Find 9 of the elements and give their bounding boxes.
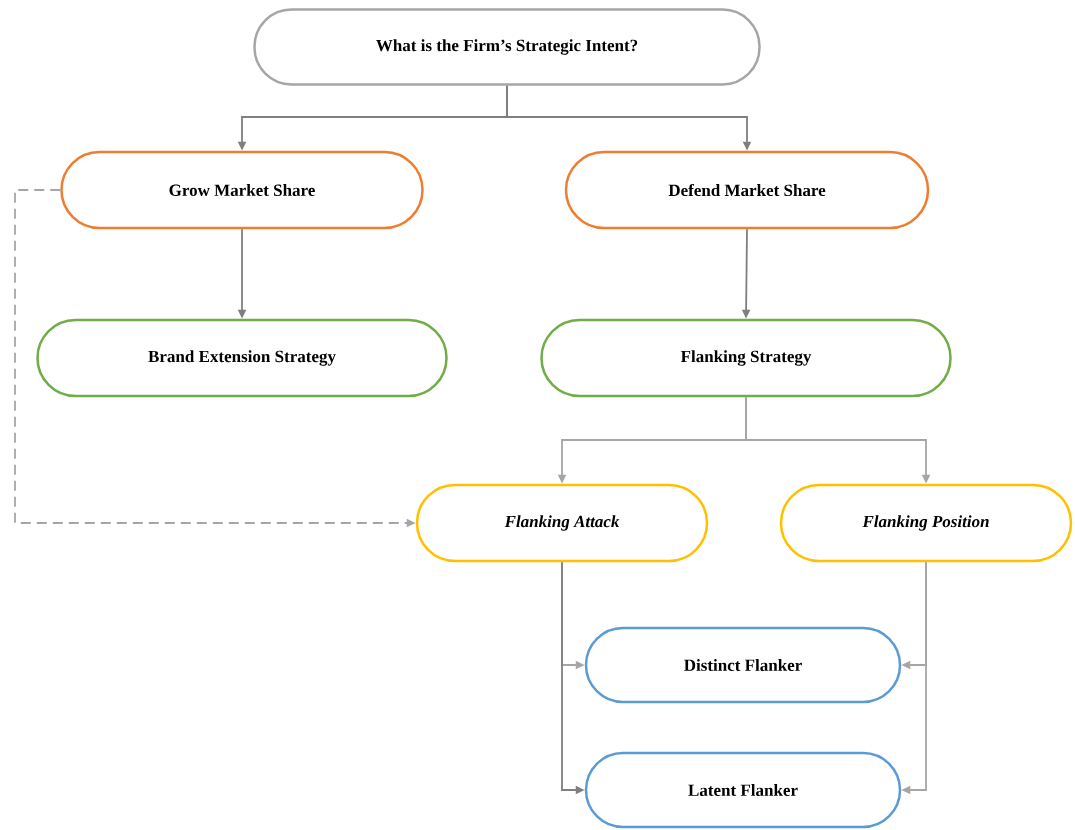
process-box: Flanking Position <box>779 483 1073 563</box>
process-box: Flanking Strategy <box>540 318 952 398</box>
process-box: Brand Extension Strategy <box>36 318 448 398</box>
process-box: Grow Market Share <box>60 150 424 230</box>
process-box: Defend Market Share <box>564 150 930 230</box>
process-box: Flanking Attack <box>415 483 709 563</box>
process-box: Distinct Flanker <box>584 626 902 704</box>
process-box: What is the Firm’s Strategic Intent? <box>253 8 761 86</box>
process-box: Latent Flanker <box>584 751 902 829</box>
